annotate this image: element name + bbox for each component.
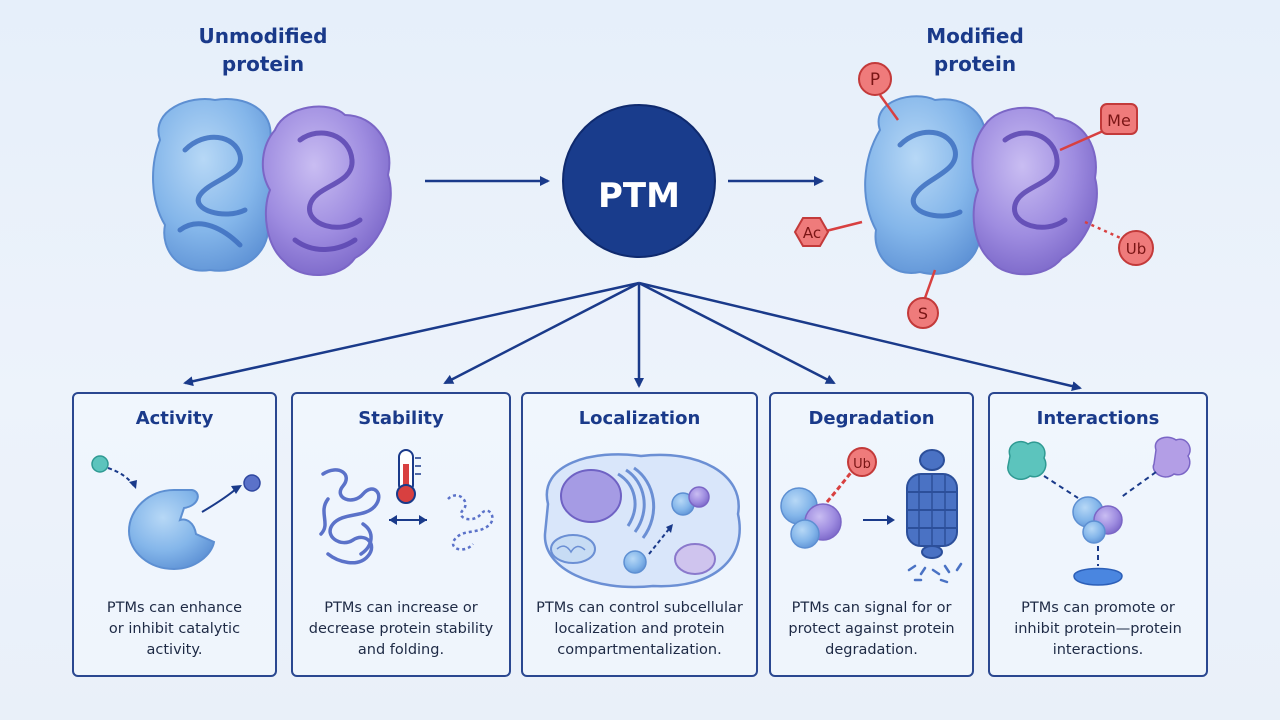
card-description: PTMs can increase or decrease protein st… <box>308 600 494 658</box>
card-description: PTMs can signal for or protect against p… <box>788 600 955 658</box>
sumo-modification: S <box>907 297 939 329</box>
card-stability: Stability PTMs can increase or decrease … <box>291 392 511 677</box>
protein-domain-purple <box>261 105 392 276</box>
modified-protein: P Me Ac Ub S <box>793 62 1154 329</box>
card-description: PTMs can enhance or inhibit catalytic ac… <box>106 600 243 658</box>
card-title: Degradation <box>808 408 935 429</box>
nucleus <box>560 469 622 523</box>
ubiquitin-tag: Ub <box>847 447 877 477</box>
svg-text:Ac: Ac <box>803 224 821 242</box>
card-title: Interactions <box>1036 408 1160 429</box>
ptm-circle <box>562 104 716 258</box>
unmodified-protein <box>152 98 392 276</box>
card-description: PTMs can promote or inhibit protein—prot… <box>1014 600 1182 658</box>
card-title: Localization <box>578 408 701 429</box>
acetyl-modification: Ac <box>793 217 830 247</box>
svg-text:Ub: Ub <box>1126 240 1147 258</box>
stability-illustration <box>319 449 494 565</box>
effect-arrows <box>183 281 1082 392</box>
card-interactions: Interactions PTMs can promote or inhibit… <box>988 392 1208 677</box>
svg-text:P: P <box>870 70 880 90</box>
card-description: PTMs can control subcellular localizatio… <box>536 600 743 658</box>
thermometer-icon <box>396 449 421 504</box>
unmodified-protein-heading: Unmodified protein <box>198 24 328 76</box>
proteasome <box>906 449 958 559</box>
phosphate-modification: P <box>858 62 892 96</box>
degradation-illustration: Ub <box>780 447 963 584</box>
ubiquitin-modification: Ub <box>1118 230 1154 266</box>
card-degradation: Ub Degradation PTMs can signal for or pr… <box>769 392 974 677</box>
svg-text:Ub: Ub <box>853 457 871 472</box>
card-activity: Activity PTMs can enhance or inhibit cat… <box>72 392 277 677</box>
activity-illustration <box>91 455 261 571</box>
card-localization: Localization PTMs can control subcellula… <box>521 392 758 677</box>
interactions-illustration <box>1007 436 1191 586</box>
card-title: Stability <box>358 408 444 429</box>
methyl-modification: Me <box>1100 103 1138 135</box>
card-title: Activity <box>135 408 214 429</box>
localization-illustration <box>543 453 741 589</box>
svg-text:S: S <box>918 304 928 323</box>
modified-protein-heading: Modified protein <box>926 24 1024 76</box>
protein-domain-blue <box>152 98 281 272</box>
ptm-label: PTM <box>598 176 680 216</box>
svg-text:Me: Me <box>1107 111 1131 130</box>
